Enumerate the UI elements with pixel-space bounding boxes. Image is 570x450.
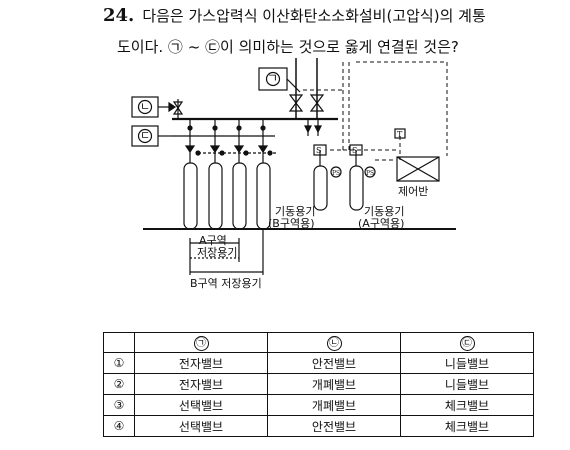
marker-a-circle xyxy=(265,71,281,87)
piping-diagram: T S xyxy=(131,58,456,275)
sol-label-a: S xyxy=(352,146,357,155)
ps-label-a: PS xyxy=(366,170,374,177)
option-number[interactable]: ④ xyxy=(103,415,135,437)
starter-cylinder-b: S PS xyxy=(313,144,342,211)
table-header-b: ㉡ xyxy=(267,332,401,353)
check-valves-manifold xyxy=(304,119,322,136)
option-cell-b: 안전밸브 xyxy=(267,352,401,374)
storage-a-label-1: A구역 xyxy=(199,234,227,247)
storage-a-label-2: 저장용기 xyxy=(197,246,238,259)
question-text-1: 다음은 가스압력식 이산화탄소소화설비(고압식)의 계통 xyxy=(142,7,486,25)
selector-valve-2 xyxy=(309,94,325,112)
storage-b-label: B구역 저장용기 xyxy=(190,277,262,290)
timer-box xyxy=(394,128,406,139)
option-number[interactable]: ② xyxy=(103,373,135,395)
option-cell-a: 전자밸브 xyxy=(134,352,268,374)
question-number: 24. xyxy=(103,5,135,26)
option-cell-c: 체크밸브 xyxy=(400,415,534,437)
option-cell-b: 안전밸브 xyxy=(267,415,401,437)
marker-b-arrow xyxy=(168,101,177,113)
marker-b-circle xyxy=(137,99,153,115)
starter-cylinder-a: S PS xyxy=(349,144,376,211)
starter-b-label-2: (B구역용) xyxy=(268,217,315,230)
control-panel-label: 제어반 xyxy=(398,185,429,198)
table-row[interactable]: ① 전자밸브 안전밸브 니들밸브 xyxy=(103,352,534,374)
control-wiring xyxy=(303,61,448,161)
table-row[interactable]: ③ 선택밸브 개폐밸브 체크밸브 xyxy=(103,394,534,416)
question-text-2: 도이다. ㉠ ~ ㉢이 의미하는 것으로 옳게 연결된 것은? xyxy=(117,38,459,56)
starter-b-label-1: 기동용기 xyxy=(275,205,316,218)
option-cell-a: 선택밸브 xyxy=(134,415,268,437)
marker-a-leader xyxy=(286,78,301,93)
option-number[interactable]: ③ xyxy=(103,394,135,416)
timer-label: T xyxy=(397,130,403,139)
safety-valve xyxy=(172,99,184,119)
table-header-c: ㉢ xyxy=(400,332,534,353)
marker-c-circle xyxy=(137,128,153,144)
zone-a-dimension xyxy=(189,238,240,262)
cylinder-branches xyxy=(184,119,278,163)
option-cell-c: 니들밸브 xyxy=(400,352,534,374)
option-cell-c: 니들밸브 xyxy=(400,373,534,395)
marker-a-text: ㄱ xyxy=(267,71,279,85)
option-cell-c: 체크밸브 xyxy=(400,394,534,416)
option-cell-a: 전자밸브 xyxy=(134,373,268,395)
header-c-label: ㉢ xyxy=(459,335,475,351)
option-cell-b: 개폐밸브 xyxy=(267,394,401,416)
storage-cylinders xyxy=(183,162,271,230)
control-panel-box xyxy=(396,156,440,182)
control-panel-cross-2 xyxy=(396,156,440,182)
table-row[interactable]: ④ 선택밸브 안전밸브 체크밸브 xyxy=(103,415,534,437)
question-line-1: 24. 다음은 가스압력식 이산화탄소소화설비(고압식)의 계통 xyxy=(103,5,486,26)
starter-a-label-2: (A구역용) xyxy=(358,217,405,230)
selector-valve-1 xyxy=(288,94,304,112)
table-header-row: ㉠ ㉡ ㉢ xyxy=(103,332,534,353)
option-cell-a: 선택밸브 xyxy=(134,394,268,416)
option-cell-b: 개폐밸브 xyxy=(267,373,401,395)
table-header-blank xyxy=(103,332,135,353)
option-number[interactable]: ① xyxy=(103,352,135,374)
table-header-a: ㉠ xyxy=(134,332,268,353)
marker-c-text: ㄷ xyxy=(140,129,151,142)
starter-a-label-1: 기동용기 xyxy=(364,205,405,218)
sol-label-b: S xyxy=(316,146,321,155)
table-row[interactable]: ② 전자밸브 개폐밸브 니들밸브 xyxy=(103,373,534,395)
answer-table: ㉠ ㉡ ㉢ ① 전자밸브 안전밸브 니들밸브 ② 전자밸브 개폐밸브 니들밸브 … xyxy=(103,332,534,437)
marker-b-text: ㄴ xyxy=(140,100,151,113)
header-a-label: ㉠ xyxy=(193,335,209,351)
header-b-label: ㉡ xyxy=(326,335,342,351)
ps-label-b: PS xyxy=(332,170,340,177)
zone-b-dimension xyxy=(189,229,264,275)
